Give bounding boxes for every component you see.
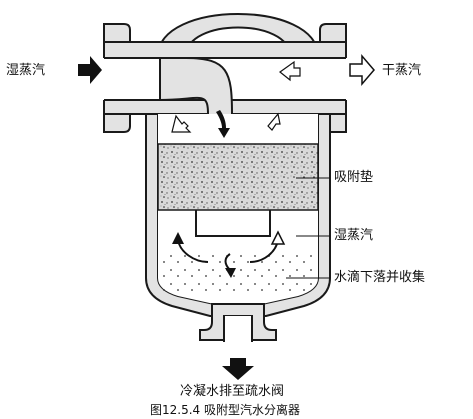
- drain-label: 冷凝水排至疏水阀: [180, 384, 285, 399]
- flow-arrow-right-up-icon: [267, 112, 281, 131]
- outlet-label: 干蒸汽: [382, 63, 422, 78]
- flow-arrow-down-icon: [216, 110, 230, 138]
- inner-channel: [195, 210, 271, 237]
- wet-steam-label: 湿蒸汽: [334, 228, 374, 243]
- left-flange: [103, 23, 131, 133]
- flow-arrow-up-icon: [279, 60, 301, 82]
- adsorption-pad-label: 吸附垫: [334, 170, 374, 185]
- droplets-label: 水滴下落并收集: [334, 270, 426, 285]
- figure-caption: 图12.5.4 吸附型汽水分离器: [150, 403, 300, 417]
- arrow-down-filled-icon: [222, 358, 254, 380]
- arrow-right-outline-icon: [349, 53, 375, 87]
- arrow-right-filled-icon: [78, 56, 102, 84]
- adsorption-pad: [157, 143, 319, 211]
- inlet-label: 湿蒸汽: [6, 63, 46, 78]
- droplet-zone: [162, 250, 314, 296]
- flow-arrow-left-up-icon: [171, 114, 192, 133]
